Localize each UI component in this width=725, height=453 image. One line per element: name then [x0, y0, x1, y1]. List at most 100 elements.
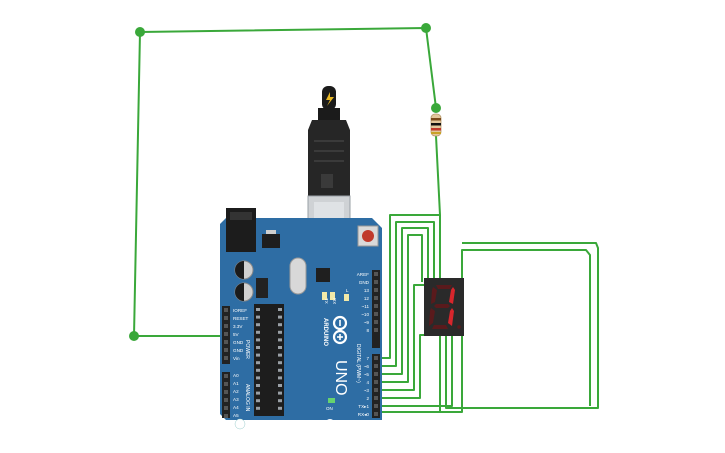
pin-label: 3.3V	[233, 324, 243, 329]
lightning-icon	[326, 92, 334, 106]
pin-label: A2	[233, 389, 239, 394]
wire-bundle-digital[interactable]	[378, 214, 599, 413]
header-pin[interactable]	[224, 332, 228, 336]
power-section-label: POWER	[244, 340, 250, 359]
header-pin[interactable]	[224, 340, 228, 344]
decimal-point	[457, 325, 461, 329]
header-pin[interactable]	[374, 412, 378, 416]
digital-header-upper[interactable]	[372, 270, 380, 348]
ic-pin	[278, 406, 282, 410]
ic-pin	[256, 353, 260, 357]
ic-pin	[278, 361, 282, 365]
pin-label: IOREF	[233, 308, 247, 313]
ic-pin	[256, 308, 260, 311]
seven-segment-display[interactable]: 1	[0, 0, 464, 336]
header-pin[interactable]	[374, 288, 378, 292]
header-pin[interactable]	[224, 356, 228, 360]
header-pin[interactable]	[374, 328, 378, 332]
ic-pin	[256, 368, 260, 372]
resistor-icon[interactable]	[430, 113, 442, 137]
ic-pin	[278, 315, 282, 319]
header-pin[interactable]	[224, 324, 228, 328]
pin-label: GND	[359, 280, 370, 285]
pin-label: GND	[233, 348, 244, 353]
header-pin[interactable]	[374, 272, 378, 276]
silk-rx: RX	[332, 298, 337, 304]
digital-section-label: DIGITAL (PWM~)	[355, 344, 361, 383]
header-pin[interactable]	[374, 320, 378, 324]
header-pin[interactable]	[374, 356, 378, 360]
header-pin[interactable]	[224, 348, 228, 352]
pin-label: 4	[366, 380, 369, 385]
pin-label: RESET	[233, 316, 249, 321]
header-pin[interactable]	[374, 296, 378, 300]
crystal-oscillator	[289, 257, 307, 295]
pin-label: 13	[364, 288, 370, 293]
pin-label: A5	[233, 413, 239, 418]
pin-label: GND	[233, 340, 244, 345]
header-pin[interactable]	[224, 316, 228, 320]
atmega-ic-chip	[254, 304, 284, 416]
analog-header[interactable]	[222, 372, 230, 418]
pin-label: ~11	[362, 304, 370, 309]
ic-pin	[278, 391, 282, 395]
pin-label: TX▸1	[358, 404, 369, 409]
pin-label: 7	[366, 356, 369, 361]
wire-node[interactable]	[421, 23, 431, 33]
header-pin[interactable]	[374, 280, 378, 284]
ic-pin	[278, 368, 282, 372]
header-pin[interactable]	[374, 304, 378, 308]
pin-label: 8	[366, 328, 369, 333]
segment-f	[431, 287, 437, 304]
ic-pin	[278, 308, 282, 311]
ic-pin	[256, 338, 260, 342]
pin-label: ~10	[361, 312, 369, 317]
pin-label: Vin	[233, 356, 240, 361]
header-pin[interactable]	[374, 364, 378, 368]
ic-pin	[278, 399, 282, 403]
voltage-regulator	[262, 234, 280, 248]
wire-resistor-to-display[interactable]	[435, 135, 441, 278]
header-pin[interactable]	[374, 396, 378, 400]
pin-label: 12	[364, 296, 370, 301]
segment-b	[449, 287, 455, 304]
header-pin[interactable]	[224, 308, 228, 312]
ic-pin	[256, 346, 260, 349]
pin-label: ~5	[364, 372, 370, 377]
header-pin[interactable]	[224, 390, 228, 394]
pin-label: RX◂0	[358, 412, 370, 417]
header-pin[interactable]	[224, 398, 228, 402]
pin-label: AREF	[357, 272, 369, 277]
ic-pin	[256, 391, 260, 395]
model-label: UNO	[332, 360, 349, 396]
header-pin[interactable]	[374, 388, 378, 392]
ic-pin	[256, 384, 260, 387]
arduino-uno-board[interactable]: TX RX L ON ARDUINO UNO POWER ANALOG IN D…	[220, 208, 382, 430]
segment-e	[429, 308, 435, 326]
ic-pin	[278, 338, 282, 342]
reset-button[interactable]	[357, 225, 379, 247]
wire-node[interactable]	[129, 331, 139, 341]
ic-pin	[256, 376, 260, 380]
header-pin[interactable]	[224, 414, 228, 418]
header-pin[interactable]	[224, 406, 228, 410]
header-pin[interactable]	[374, 312, 378, 316]
digital-header-lower[interactable]	[372, 354, 380, 418]
pin-label: A4	[233, 405, 239, 410]
header-pin[interactable]	[374, 404, 378, 408]
wire-node[interactable]	[135, 27, 145, 37]
ic-pin	[278, 323, 282, 327]
pin-label: 2	[366, 396, 369, 401]
wire-node[interactable]	[431, 103, 441, 113]
ic-pin	[256, 330, 260, 334]
header-pin[interactable]	[224, 382, 228, 386]
header-pin[interactable]	[224, 374, 228, 378]
arduino-logo	[332, 315, 348, 345]
ic-pin	[278, 376, 282, 380]
header-pin[interactable]	[374, 380, 378, 384]
ic-pin	[278, 346, 282, 349]
pin-label: ~9	[364, 320, 370, 325]
header-pin[interactable]	[374, 372, 378, 376]
pin-label: ~6	[364, 364, 370, 369]
